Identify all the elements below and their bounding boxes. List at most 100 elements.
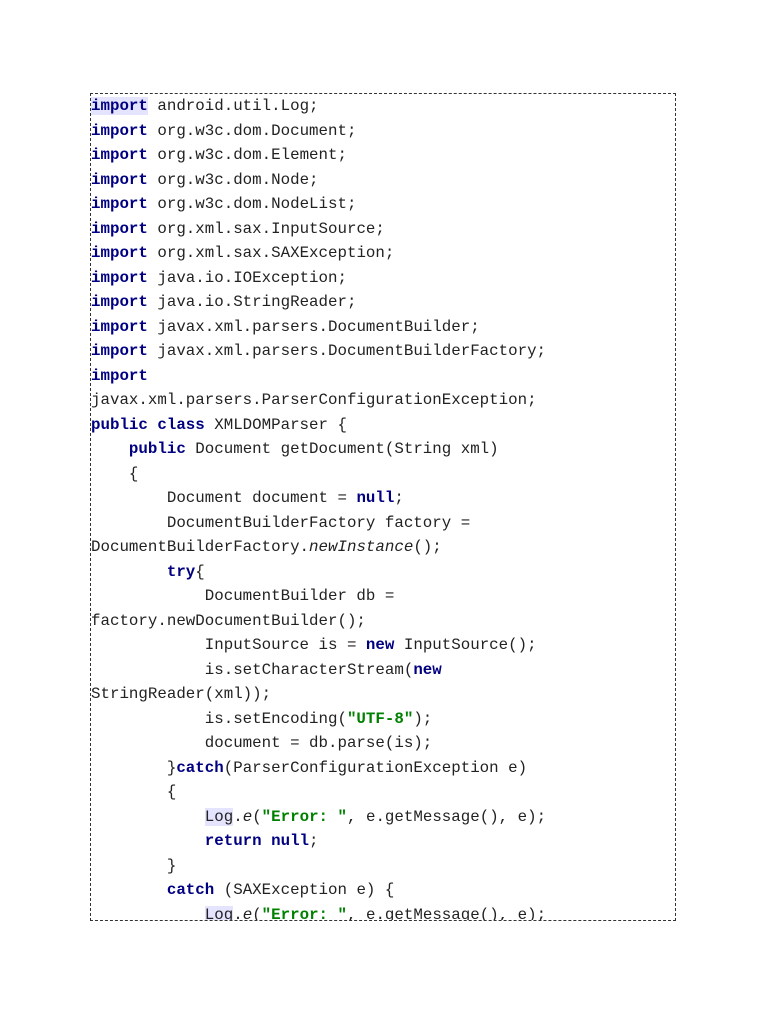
code-token: . (233, 807, 243, 826)
code-token: is.setEncoding( (91, 709, 347, 728)
code-line: import org.xml.sax.InputSource; (91, 217, 675, 242)
highlighted-token: Log (204, 807, 234, 826)
code-line: catch (SAXException e) { (91, 878, 675, 903)
code-token: javax.xml.parsers.DocumentBuilderFactory… (147, 342, 547, 360)
code-token: , e.getMessage(), e); (347, 905, 547, 921)
keyword-token: import (91, 293, 148, 311)
code-line: } (91, 854, 675, 879)
keyword-token: import (91, 244, 148, 262)
code-token: ( (252, 807, 262, 826)
code-line: Log.e("Error: ", e.getMessage(), e); (91, 805, 675, 830)
highlighted-token: Log (204, 905, 234, 920)
code-token (91, 808, 205, 826)
code-token: StringReader(xml)); (91, 685, 272, 703)
static-method-token: e (242, 905, 253, 921)
code-line: public class XMLDOMParser { (91, 413, 675, 438)
code-line: public Document getDocument(String xml) (91, 437, 675, 462)
string-literal-token: "Error: " (261, 905, 347, 921)
code-token: { (195, 562, 205, 581)
code-token: InputSource is = (91, 636, 366, 654)
code-token: javax.xml.parsers.DocumentBuilder; (147, 317, 480, 336)
code-line: import org.w3c.dom.NodeList; (91, 192, 675, 217)
code-token: ; (309, 832, 319, 850)
code-token: ( (252, 905, 262, 921)
code-token: } (91, 758, 177, 777)
code-line: javax.xml.parsers.ParserConfigurationExc… (91, 388, 675, 413)
keyword-token: public (128, 440, 186, 458)
code-token: DocumentBuilderFactory factory = (91, 513, 471, 532)
keyword-token: import (91, 146, 148, 164)
code-token: factory.newDocumentBuilder(); (91, 611, 366, 630)
code-token (91, 881, 167, 899)
code-line: import org.w3c.dom.Element; (91, 143, 675, 168)
keyword-token: null (356, 489, 395, 507)
keyword-token: import (91, 121, 148, 140)
code-line: import android.util.Log; (91, 94, 675, 119)
keyword-token: import (91, 366, 148, 385)
code-token: DocumentBuilderFactory. (91, 538, 310, 556)
code-line: { (91, 462, 675, 487)
code-token: , e.getMessage(), e); (347, 807, 547, 826)
code-token (91, 906, 205, 921)
code-line: import javax.xml.parsers.DocumentBuilder… (91, 339, 675, 364)
keyword-token: new (413, 660, 442, 679)
code-token: org.w3c.dom.Document; (147, 121, 357, 140)
highlighted-token: import (91, 97, 148, 115)
code-line: import java.io.StringReader; (91, 290, 675, 315)
keyword-token: import (91, 195, 148, 213)
code-token: DocumentBuilder db = (91, 587, 395, 605)
code-token (91, 440, 129, 458)
code-token: InputSource(); (394, 636, 537, 654)
code-line: StringReader(xml)); (91, 682, 675, 707)
code-token: org.w3c.dom.NodeList; (147, 195, 357, 213)
code-listing-frame: import android.util.Log;import org.w3c.d… (90, 93, 676, 921)
code-line: import (91, 364, 675, 389)
code-line: Document document = null; (91, 486, 675, 511)
code-token: document = db.parse(is); (91, 734, 433, 752)
code-token: is.setCharacterStream( (91, 660, 414, 679)
code-line: DocumentBuilderFactory.newInstance(); (91, 535, 675, 560)
keyword-token: import (91, 268, 148, 287)
code-token: ; (394, 489, 404, 507)
code-token (91, 832, 205, 850)
keyword-token: try (166, 562, 196, 581)
code-line: DocumentBuilderFactory factory = (91, 511, 675, 536)
code-listing: import android.util.Log;import org.w3c.d… (91, 94, 675, 921)
code-token: android.util.Log; (147, 97, 319, 115)
code-token: java.io.StringReader; (147, 293, 357, 311)
code-token: { (91, 783, 177, 801)
keyword-token: import (91, 219, 148, 238)
code-line: import org.xml.sax.SAXException; (91, 241, 675, 266)
code-line: import org.w3c.dom.Node; (91, 168, 675, 193)
code-token: java.io.IOException; (147, 268, 347, 287)
code-line: try{ (91, 560, 675, 585)
code-line: import javax.xml.parsers.DocumentBuilder… (91, 315, 675, 340)
code-token: XMLDOMParser { (204, 415, 347, 434)
keyword-token: new (365, 636, 395, 654)
code-line: return null; (91, 829, 675, 854)
code-line: }catch(ParserConfigurationException e) (91, 756, 675, 781)
code-token: Document document = (91, 489, 357, 507)
code-token: org.w3c.dom.Node; (147, 170, 319, 189)
code-token: org.xml.sax.InputSource; (147, 219, 385, 238)
code-line: is.setCharacterStream(new (91, 658, 675, 683)
keyword-token: public class (91, 415, 205, 434)
keyword-token: return null (204, 832, 310, 850)
keyword-token: import (91, 342, 148, 360)
keyword-token: import (91, 317, 148, 336)
code-token: (SAXException e) { (214, 881, 395, 899)
code-line: { (91, 780, 675, 805)
keyword-token: import (91, 170, 148, 189)
keyword-token: catch (166, 881, 215, 899)
code-token: ); (413, 709, 433, 728)
code-token (91, 563, 167, 581)
code-line: InputSource is = new InputSource(); (91, 633, 675, 658)
code-line: import java.io.IOException; (91, 266, 675, 291)
code-line: Log.e("Error: ", e.getMessage(), e); (91, 903, 675, 921)
code-line: factory.newDocumentBuilder(); (91, 609, 675, 634)
code-line: is.setEncoding("UTF-8"); (91, 707, 675, 732)
code-line: DocumentBuilder db = (91, 584, 675, 609)
string-literal-token: "UTF-8" (346, 709, 414, 728)
code-token: . (233, 905, 243, 921)
code-line: import org.w3c.dom.Document; (91, 119, 675, 144)
